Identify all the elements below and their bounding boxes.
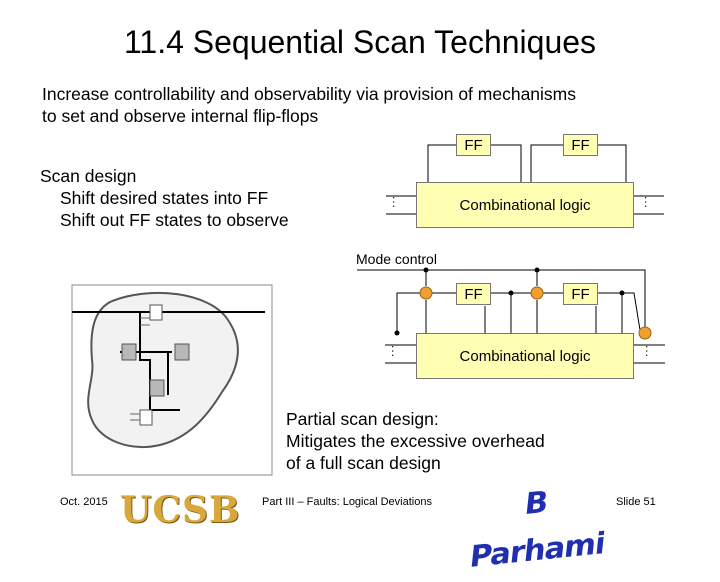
top-left-ellipsis: ...: [390, 196, 404, 210]
scan-design-text: Scan design Shift desired states into FF…: [40, 165, 289, 231]
circuit-drawing: [71, 144, 665, 476]
intro-line-1: Increase controllability and observabili…: [42, 84, 576, 104]
scan-design-line-1: Shift desired states into FF: [60, 188, 269, 208]
top-ff-2: FF: [563, 134, 598, 156]
slide-number: Slide 51: [616, 496, 656, 508]
bottom-combinational-logic: Combinational logic: [416, 333, 634, 379]
top-ff-1: FF: [456, 134, 491, 156]
bottom-left-ellipsis: ...: [389, 345, 403, 359]
partial-scan-text: Partial scan design: Mitigates the exces…: [286, 408, 545, 474]
bottom-ff-1: FF: [456, 283, 491, 305]
bottom-ff-2: FF: [563, 283, 598, 305]
scan-design-heading: Scan design: [40, 166, 137, 186]
mode-control-label: Mode control: [356, 251, 437, 267]
scan-design-line-2: Shift out FF states to observe: [60, 210, 289, 230]
slide-title: 11.4 Sequential Scan Techniques: [123, 24, 597, 60]
intro-line-2: to set and observe internal flip-flops: [42, 106, 319, 126]
top-right-ellipsis: ...: [642, 196, 656, 210]
bottom-right-ellipsis: ...: [643, 345, 657, 359]
footer-center-text: Part III – Faults: Logical Deviations: [262, 496, 432, 508]
top-combinational-logic: Combinational logic: [416, 182, 634, 228]
partial-scan-line-3: of a full scan design: [286, 453, 441, 473]
ucsb-logo: UCSB: [120, 489, 241, 531]
partial-scan-line-1: Partial scan design:: [286, 409, 439, 429]
footer-date: Oct. 2015: [60, 496, 108, 508]
partial-scan-line-2: Mitigates the excessive overhead: [286, 431, 545, 451]
intro-text: Increase controllability and observabili…: [42, 83, 576, 127]
